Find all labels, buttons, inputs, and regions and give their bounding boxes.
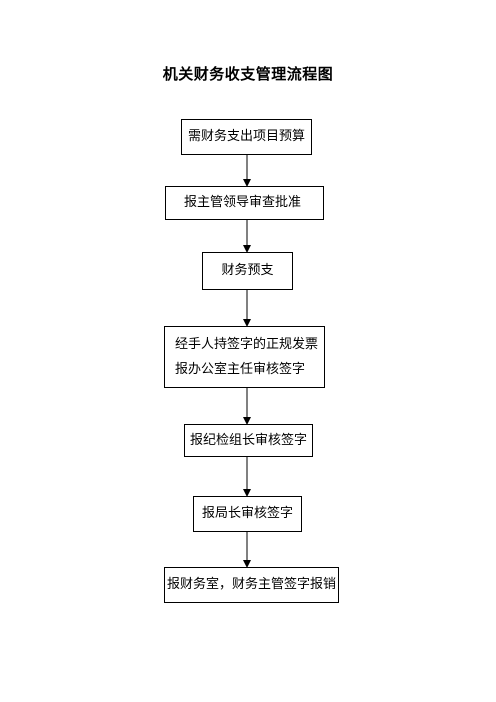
flow-step-discipline-review: 报纪检组长审核签字 (184, 424, 313, 457)
flow-step-finance-reimbursement: 报财务室，财务主管签字报销 (164, 567, 339, 603)
flow-step-label: 财务预支 (221, 263, 274, 278)
flow-step-director-review: 报局长审核签字 (193, 496, 302, 532)
flow-step-label: 需财务支出项目预算 (187, 129, 305, 144)
flow-step-label: 报局长审核签字 (201, 506, 293, 521)
flow-step-label-line-2: 报办公室主任审核签字 (175, 362, 306, 377)
flow-step-label-line-1: 经手人持签字的正规发票 (175, 337, 319, 352)
flow-step-leader-approval: 报主管领导审查批准 (165, 186, 324, 220)
flow-step-label: 报纪检组长审核签字 (189, 432, 307, 448)
flow-step-invoice-office-review: 经手人持签字的正规发票 报办公室主任审核签字 (164, 326, 325, 388)
flow-step-label: 报主管领导审查批准 (184, 195, 302, 210)
flow-step-budget: 需财务支出项目预算 (181, 119, 312, 155)
diagram-title: 机关财务收支管理流程图 (162, 65, 334, 83)
flow-step-label: 报财务室，财务主管签字报销 (166, 577, 336, 592)
flow-step-advance-payment: 财务预支 (202, 252, 293, 290)
